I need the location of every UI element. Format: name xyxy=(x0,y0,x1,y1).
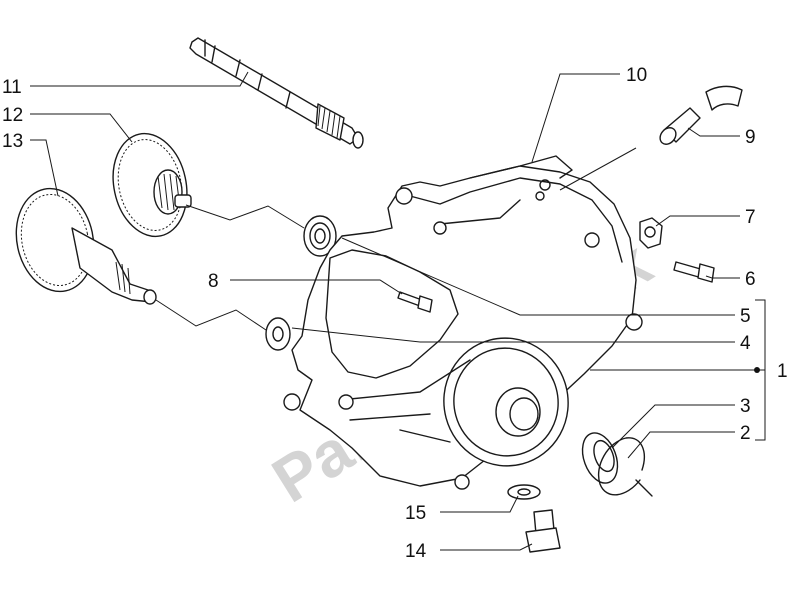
part-6-screw[interactable] xyxy=(673,261,715,283)
leader-10 xyxy=(531,73,620,163)
part-13-gear-shaft[interactable] xyxy=(7,181,157,305)
part-9-hose[interactable] xyxy=(657,85,743,147)
leader-3 xyxy=(611,404,735,449)
part-7-clip[interactable] xyxy=(639,217,663,249)
callout-12: 12 xyxy=(2,105,23,126)
part-3-bearing[interactable] xyxy=(576,428,624,488)
part-11-shaft[interactable] xyxy=(189,37,364,149)
callout-13: 13 xyxy=(2,131,23,152)
part-12-gear[interactable] xyxy=(104,127,196,244)
callout-1: 1 xyxy=(777,361,788,382)
leader-8 xyxy=(230,279,403,295)
callout-8: 8 xyxy=(208,271,219,292)
callout-2: 2 xyxy=(740,423,751,444)
part-1-transmission-cover[interactable] xyxy=(283,155,643,490)
leader-lines xyxy=(30,71,766,551)
part-5-bearing[interactable] xyxy=(303,215,337,257)
part-14-plug[interactable] xyxy=(525,509,561,553)
callout-5: 5 xyxy=(740,306,751,327)
bracket-1 xyxy=(755,299,766,441)
part-4-washer[interactable] xyxy=(265,317,291,351)
leader-11 xyxy=(30,71,249,87)
leader-14 xyxy=(440,543,533,551)
leader-12-path xyxy=(185,204,305,229)
leader-5 xyxy=(341,237,735,316)
leader-2 xyxy=(627,431,735,459)
callout-9: 9 xyxy=(745,127,756,148)
part-2-circlip[interactable] xyxy=(598,437,653,497)
leader-4 xyxy=(291,327,735,343)
callout-11: 11 xyxy=(2,77,22,98)
part-8-bolt[interactable] xyxy=(397,291,433,313)
leader-12 xyxy=(30,113,133,143)
leader-7 xyxy=(655,215,740,227)
leader-13-path xyxy=(155,299,267,331)
leader-15 xyxy=(440,495,519,513)
callout-14: 14 xyxy=(405,541,427,562)
callout-4: 4 xyxy=(740,333,751,354)
leader-9b xyxy=(559,147,637,191)
leader-6 xyxy=(705,275,740,279)
callout-labels: 1 2 3 4 5 6 7 8 9 10 11 12 13 14 15 xyxy=(2,65,788,562)
callout-6: 6 xyxy=(745,269,756,290)
callout-7: 7 xyxy=(745,207,756,228)
part-15-washer[interactable] xyxy=(507,484,541,500)
leader-13 xyxy=(30,139,59,197)
callout-10: 10 xyxy=(626,65,647,86)
callout-1-dot xyxy=(754,367,760,373)
callout-15: 15 xyxy=(405,503,426,524)
leader-9 xyxy=(687,127,740,137)
callout-3: 3 xyxy=(740,396,751,417)
